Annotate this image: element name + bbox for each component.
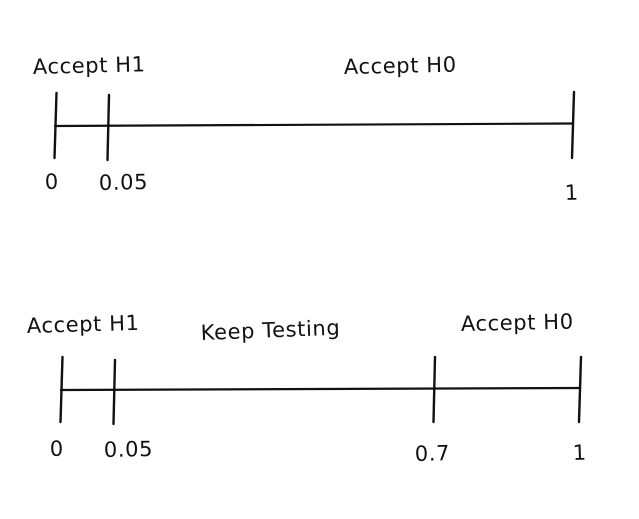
panel2-tick-label-0: 0	[50, 437, 65, 461]
panel2-tick-label-0.7: 0.7	[415, 441, 451, 466]
panel1-tick-label-0.05: 0.05	[99, 170, 149, 195]
panel2-region-label-accept-h1: Accept H1	[26, 311, 139, 338]
panel2-region-label-keep-testing: Keep Testing	[200, 316, 340, 345]
panel2-tick-1	[577, 355, 583, 424]
panel2-tick-0.7	[432, 355, 437, 424]
panel2-tick-0	[59, 355, 64, 424]
panel-three-way: Accept H1 Keep Testing Accept H0 0 0.05 …	[26, 310, 587, 466]
panel2-axis-line	[59, 386, 582, 392]
panel2-tick-label-0.05: 0.05	[104, 437, 154, 462]
panel1-tick-0.05	[106, 93, 111, 162]
panel2-tick-label-1: 1	[572, 441, 587, 465]
panel2-region-label-accept-h0: Accept H0	[461, 310, 574, 336]
panel1-region-label-accept-h0: Accept H0	[344, 53, 457, 79]
panel1-tick-label-0: 0	[45, 170, 60, 194]
panel1-tick-label-1: 1	[564, 181, 579, 205]
panel1-tick-0	[53, 91, 58, 160]
panel1-axis-line	[53, 122, 575, 128]
panel1-tick-1	[570, 90, 576, 160]
panel1-region-label-accept-h1: Accept H1	[33, 52, 146, 79]
panel2-tick-0.05	[112, 358, 117, 426]
panel-classical: Accept H1 Accept H0 0 0.05 1	[33, 52, 580, 205]
